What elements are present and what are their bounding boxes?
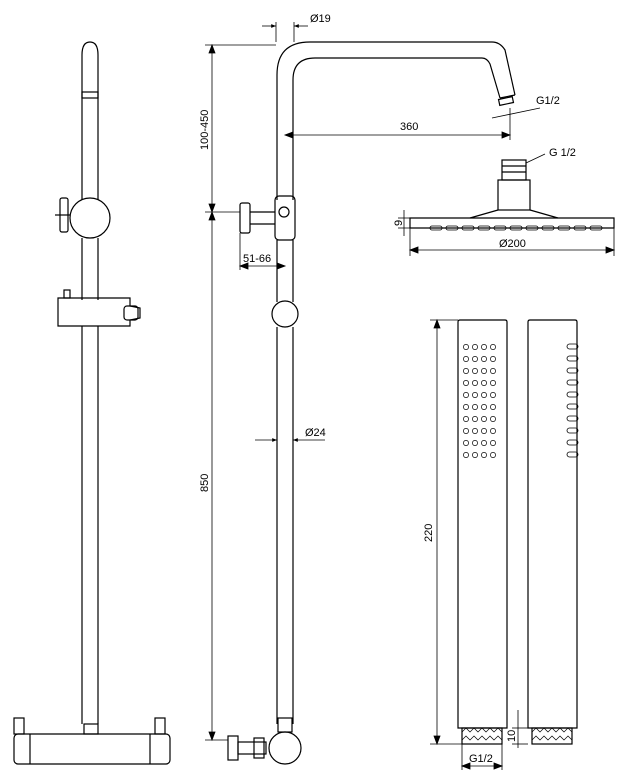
dim-hand-thread-length: 10 (506, 730, 518, 742)
nozzle (490, 440, 496, 446)
side-nozzle (566, 343, 579, 350)
nozzle (472, 428, 478, 434)
nozzle (472, 392, 478, 398)
dim-hand-thread: G1/2 (469, 753, 493, 765)
dim-head-diameter: Ø200 (499, 238, 526, 250)
dim-arm-length: 360 (400, 121, 418, 133)
side-nozzle (566, 355, 579, 362)
nozzle (481, 428, 487, 434)
side-nozzle (566, 403, 579, 410)
front-top-ring (81, 91, 99, 99)
nozzle (490, 356, 496, 362)
nozzle (463, 368, 469, 374)
hand-thread-hatch (461, 727, 573, 741)
dim-connector-offset: 51-66 (243, 253, 271, 265)
dim-head-thread: G 1/2 (549, 147, 576, 159)
nozzle (463, 416, 469, 422)
nozzle (490, 392, 496, 398)
hand-front (457, 319, 508, 729)
nozzle (490, 452, 496, 458)
hand-dim-text: 220 10 G1/2 (423, 524, 518, 765)
side-view (227, 41, 516, 765)
nozzle (472, 380, 478, 386)
nozzle (472, 416, 478, 422)
front-view (13, 41, 171, 765)
nozzle (481, 356, 487, 362)
nozzle (490, 380, 496, 386)
hand-side-nozzles (566, 343, 579, 458)
nozzle (463, 428, 469, 434)
side-slider (271, 300, 299, 328)
nozzle (490, 368, 496, 374)
nozzle (472, 404, 478, 410)
front-rail-top (81, 41, 99, 200)
nozzle (472, 452, 478, 458)
nozzle (481, 380, 487, 386)
nozzle (463, 392, 469, 398)
nozzle (463, 404, 469, 410)
nozzle (463, 344, 469, 350)
side-connector (274, 195, 296, 241)
front-thermostat (13, 733, 171, 765)
side-nozzle (566, 451, 579, 458)
nozzle (463, 452, 469, 458)
dim-pipe-diameter: Ø19 (310, 13, 331, 25)
front-slider (57, 297, 141, 327)
nozzle (463, 380, 469, 386)
head-inlet-thread (501, 159, 527, 181)
nozzle (481, 392, 487, 398)
shower-arm (276, 41, 516, 200)
side-nozzle (566, 439, 579, 446)
nozzle (481, 344, 487, 350)
dim-hand-length: 220 (423, 524, 435, 542)
head-dimensions (398, 153, 616, 256)
side-nozzle (566, 427, 579, 434)
nozzle (463, 440, 469, 446)
side-nozzle (566, 415, 579, 422)
side-nozzle (566, 367, 579, 374)
hand-shower (457, 319, 578, 745)
hand-nozzles (463, 344, 496, 458)
nozzle (490, 428, 496, 434)
hand-dimensions (430, 318, 528, 770)
front-diverter (69, 197, 111, 239)
nozzle (490, 344, 496, 350)
dim-rail-diameter: Ø24 (305, 427, 326, 439)
nozzle (481, 440, 487, 446)
side-knob (239, 202, 251, 234)
nozzle (472, 368, 478, 374)
nozzle (481, 404, 487, 410)
nozzle (481, 368, 487, 374)
dim-height-adjust: 100-450 (199, 110, 211, 150)
head-plate (409, 217, 615, 229)
nozzle (472, 344, 478, 350)
hand-side (527, 319, 578, 729)
nozzle (481, 452, 487, 458)
head-nozzles (429, 225, 603, 231)
side-nozzle (566, 379, 579, 386)
dim-head-thickness: 9 (393, 220, 405, 226)
side-nozzle (566, 391, 579, 398)
shower-head (409, 159, 615, 229)
side-bottom-valve (268, 731, 302, 765)
head-dim-text: G 1/2 9 Ø200 (393, 147, 576, 250)
dim-rail-height: 850 (199, 474, 211, 492)
side-dim-text: Ø19 360 G1/2 100-450 51-66 Ø24 850 (199, 13, 560, 492)
nozzle (472, 356, 478, 362)
nozzle (463, 356, 469, 362)
nozzle (472, 440, 478, 446)
dim-arm-thread: G1/2 (536, 95, 560, 107)
nozzle (490, 404, 496, 410)
nozzle (490, 416, 496, 422)
side-dimensions (205, 22, 541, 742)
nozzle (481, 416, 487, 422)
